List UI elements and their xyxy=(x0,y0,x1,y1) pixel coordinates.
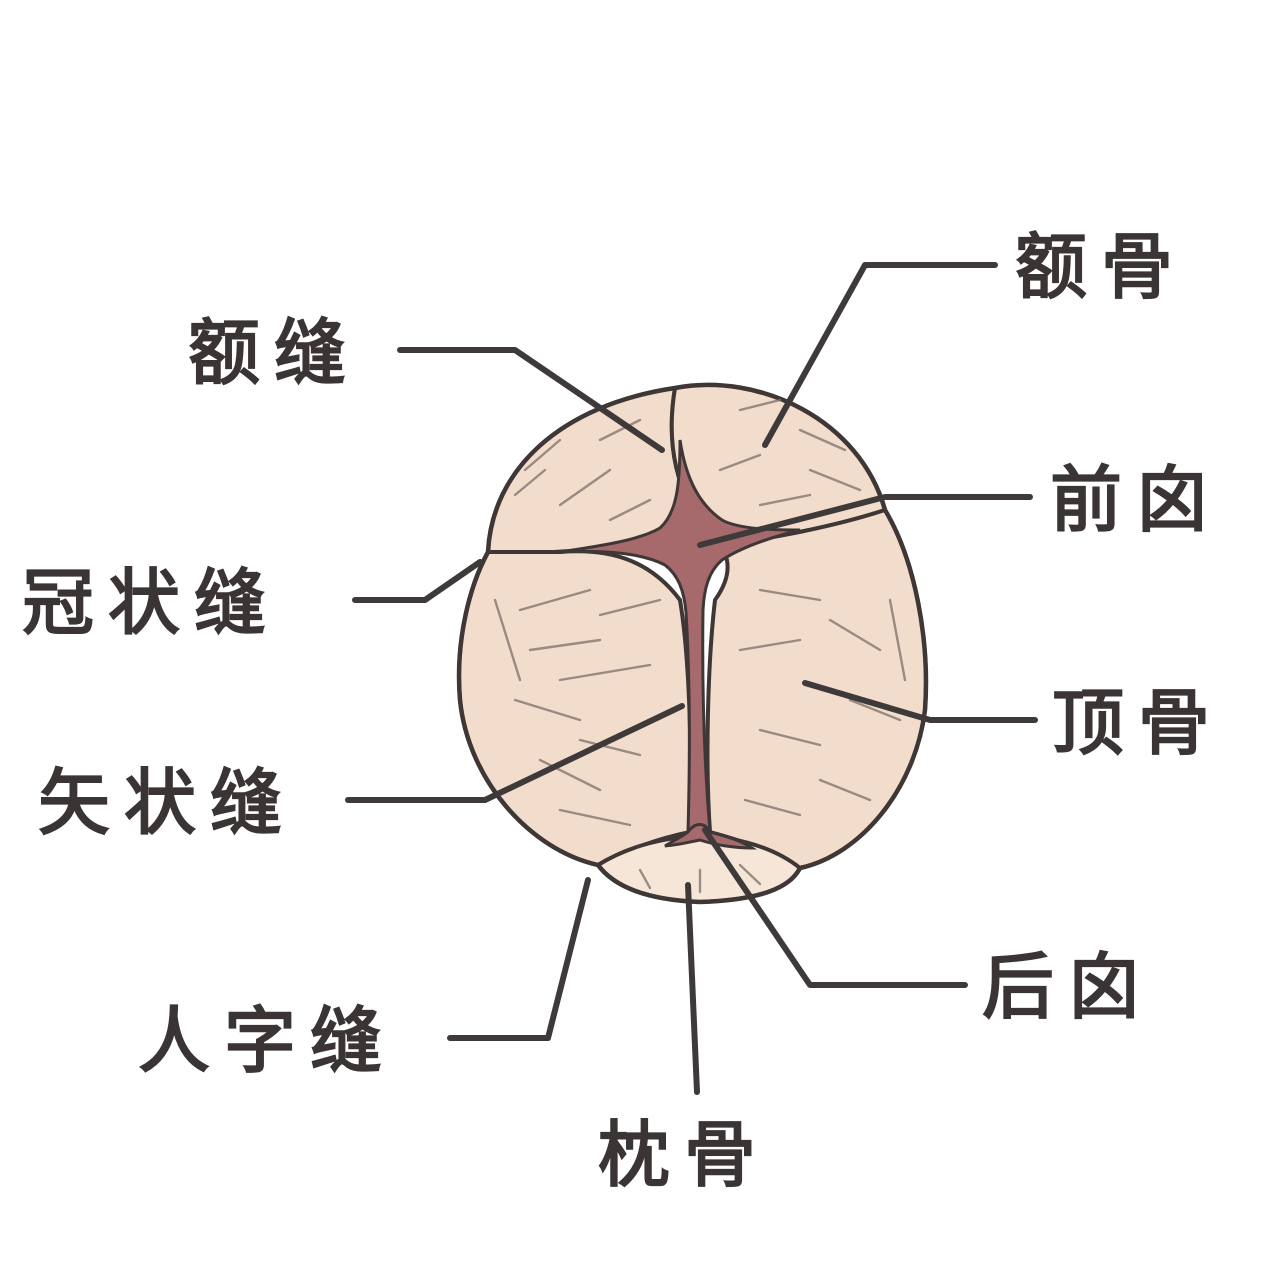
leader-sagittal-suture xyxy=(345,703,685,803)
label-anterior-fontanelle: 前囟 xyxy=(1050,458,1222,542)
leader-anterior-fontanelle xyxy=(697,494,1033,548)
leader-occipital-bone xyxy=(685,882,700,1095)
leader-parietal-bone xyxy=(802,680,1038,723)
label-posterior-fontanelle: 后囟 xyxy=(982,945,1154,1029)
label-parietal-bone: 顶骨 xyxy=(1052,681,1224,765)
label-sagittal-suture: 矢状缝 xyxy=(38,761,296,845)
label-occipital-bone: 枕骨 xyxy=(598,1113,770,1197)
leader-posterior-fontanelle xyxy=(702,827,968,988)
leader-lines xyxy=(345,262,1038,1095)
leader-lambdoid-suture xyxy=(447,877,591,1041)
leader-frontal-bone xyxy=(762,262,998,448)
label-metopic-suture: 额缝 xyxy=(188,311,360,395)
label-frontal-bone: 额骨 xyxy=(1015,225,1187,309)
skull-texture xyxy=(493,398,907,894)
leader-coronal-suture xyxy=(352,559,483,603)
labels: 额骨 额缝 前囟 冠状缝 顶骨 矢状缝 后囟 人字缝 枕骨 xyxy=(22,225,1224,1197)
skull xyxy=(456,382,929,905)
label-coronal-suture: 冠状缝 xyxy=(22,561,280,645)
label-lambdoid-suture: 人字缝 xyxy=(138,999,396,1083)
leader-metopic-suture xyxy=(397,347,665,453)
left-parietal-bone xyxy=(457,549,693,867)
